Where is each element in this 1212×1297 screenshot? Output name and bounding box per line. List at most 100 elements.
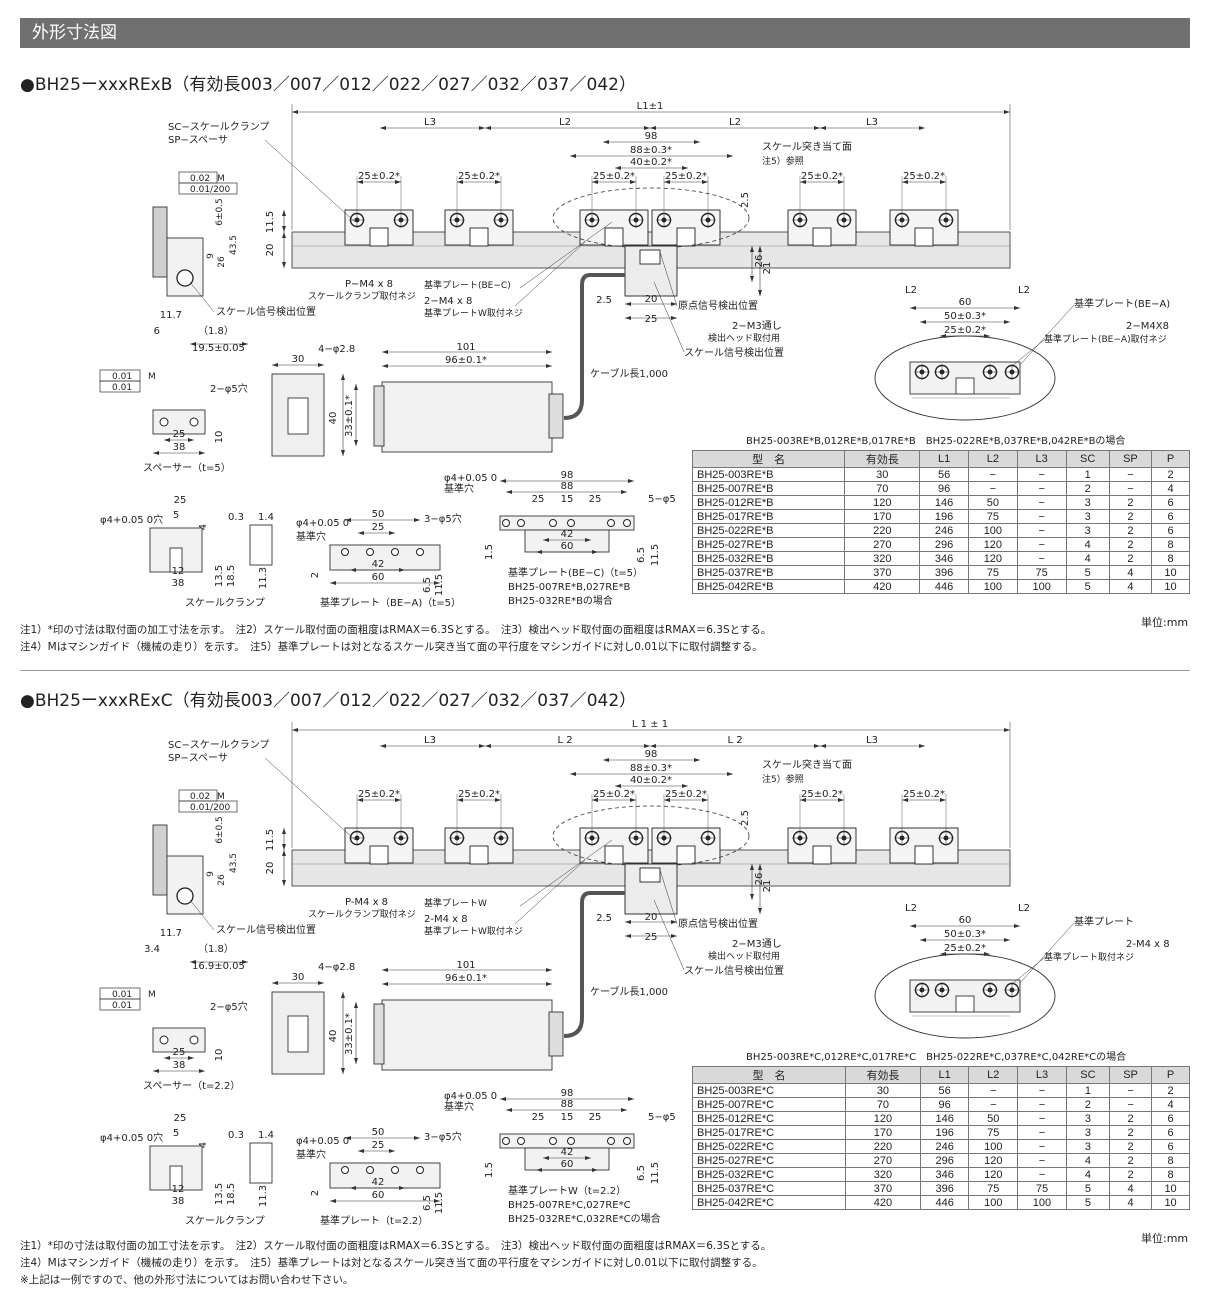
dimension-label: 26: [217, 256, 227, 268]
dimension-arrow: [625, 934, 677, 938]
table-header-cell: P: [1151, 450, 1190, 468]
clamp-notch: [369, 227, 389, 247]
table-cell: 2: [1065, 481, 1110, 496]
table-cell: 1: [1065, 1083, 1111, 1098]
table-cell: 70: [844, 481, 921, 496]
plate-hole: [341, 1166, 349, 1174]
table-cell: 396: [919, 1181, 970, 1196]
dimension-label: 98: [561, 1088, 574, 1099]
table-cell: 5: [1065, 579, 1110, 594]
table-cell: 220: [845, 1139, 921, 1154]
table-header-cell: L3: [1017, 1066, 1067, 1084]
dimension-label: 101: [456, 960, 475, 971]
dimension-label: 1.4: [258, 1130, 274, 1141]
dimension-label: M: [148, 372, 156, 382]
dimension-label: 11.5: [650, 544, 661, 566]
table-cell: 220: [844, 523, 921, 538]
table-header-cell: 有効長: [844, 450, 921, 468]
dimension-arrow: [282, 210, 286, 232]
clamp-notch: [812, 227, 832, 247]
table-cell: −: [1017, 1153, 1067, 1168]
table-cell: 346: [919, 551, 969, 566]
table-cell: 120: [967, 551, 1018, 566]
plate-hole: [341, 548, 349, 556]
dimension-label: 50: [372, 509, 385, 520]
table-cell: −: [1108, 481, 1153, 496]
dimension-label: 25±0.2*: [903, 789, 945, 800]
clamp-notch: [914, 845, 934, 865]
dimension-label: 25: [173, 429, 186, 440]
dimension-arrow: [153, 451, 205, 455]
dimension-label: 注5）参照: [762, 155, 804, 167]
table-cell: 2: [1108, 537, 1153, 552]
dimension-label: 2.5: [740, 810, 751, 826]
table-header-cell: L3: [1016, 450, 1067, 468]
cable-gland: [548, 1011, 564, 1057]
table-cell: 2: [1108, 1111, 1153, 1126]
dimension-label: 基準穴: [444, 482, 474, 495]
table-cell: 2: [1151, 1083, 1190, 1098]
table-cell: BH25-027RE*B: [691, 537, 846, 552]
dimension-label: φ4+0.05 0: [444, 473, 497, 484]
dimension-label: M: [148, 990, 156, 1000]
dimension-label: 0.01: [112, 372, 132, 382]
section-title-b: ●BH25ーxxxRExB（有効長003／007／012／022／027／032…: [20, 75, 636, 95]
dimension-arrow: [543, 538, 591, 542]
dimension-label: 60: [372, 572, 385, 583]
table-cell: 75: [967, 509, 1018, 524]
head-window: [639, 867, 661, 883]
dimension-label: L3: [424, 117, 436, 128]
spacer-hole: [159, 1035, 169, 1045]
plate-hole: [391, 548, 399, 556]
cable: [563, 891, 625, 1038]
dimension-label: 基準プレート(BE−C): [424, 279, 511, 291]
side-scale: [166, 855, 204, 915]
dimension-label: 3−φ5穴: [424, 512, 462, 525]
dimension-label: 18.5: [226, 565, 237, 587]
dimension-label: 基準プレート（BE−A)（t=5）: [320, 596, 461, 609]
plate-hole: [567, 1137, 575, 1145]
dimension-label: 25±0.2*: [801, 789, 843, 800]
plate-hole: [623, 1137, 631, 1145]
table-cell: 10: [1151, 1195, 1190, 1210]
dimension-label: 0.3: [228, 1130, 244, 1141]
dimension-label: スペーサー（t=2.2）: [143, 1080, 240, 1092]
dimension-label: 96±0.1*: [445, 973, 487, 984]
table-cell: BH25-037RE*C: [691, 1181, 847, 1196]
dimension-label: 26: [217, 874, 227, 886]
dimension-label: 9: [206, 871, 216, 877]
table-cell: 3: [1065, 523, 1110, 538]
dimension-label: 0.01: [112, 1001, 132, 1011]
table-cell: 75: [968, 1125, 1019, 1140]
dimension-label: 25±0.2*: [801, 171, 843, 182]
table-cell: 420: [845, 1195, 921, 1210]
head-window: [639, 249, 661, 265]
table-cell: 3: [1065, 509, 1110, 524]
dimension-label: 5−φ5: [648, 494, 676, 505]
dimension-label: 1.4: [258, 512, 274, 523]
dimension-label: 25±0.2*: [944, 943, 986, 954]
note-line: 注1）*印の寸法は取付面の加工寸法を示す。 注2）スケール取付面の面粗度はRMA…: [20, 1240, 772, 1252]
head-flange: [373, 1003, 385, 1065]
table-cell: −: [1108, 1083, 1153, 1098]
tolerance-frame: [99, 380, 141, 393]
table-cell: 5: [1065, 1181, 1111, 1196]
table-cell: BH25-007RE*B: [691, 481, 846, 496]
table-cell: 146: [919, 1111, 970, 1126]
table-cell: 270: [845, 1153, 921, 1168]
clamp-notch: [914, 227, 934, 247]
table-cell: 396: [919, 565, 969, 580]
dimension-label: 88: [561, 1099, 574, 1110]
zoom-notch: [955, 995, 975, 1013]
dimension-label: 基準プレートW（t=2.2）: [508, 1184, 626, 1197]
table-cell: −: [1016, 537, 1067, 552]
dimension-label: スケール信号検出位置: [684, 346, 784, 359]
table-cell: BH25-027RE*C: [691, 1153, 847, 1168]
dimension-label: 13.5: [214, 565, 225, 587]
drawing-line: [659, 251, 678, 307]
dimension-label: 60: [959, 297, 972, 308]
dimension-label: 25: [589, 1112, 602, 1123]
